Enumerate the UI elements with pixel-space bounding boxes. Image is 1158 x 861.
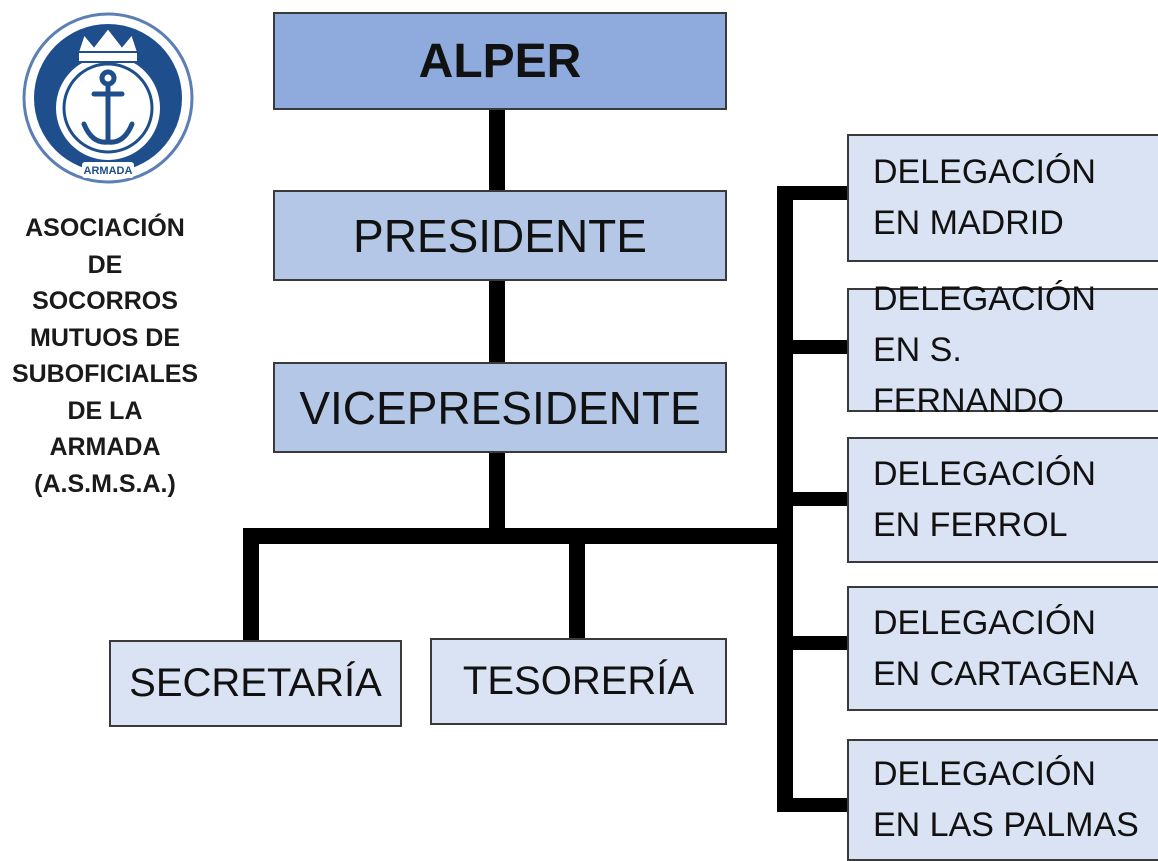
delegation-line2: EN FERROL: [873, 506, 1068, 544]
connector-tesoreria: [569, 528, 585, 640]
org-line: MUTUOS DE: [30, 323, 180, 352]
connector-delegation-ferrol: [777, 492, 849, 506]
connector-delegation-sfernando: [777, 340, 849, 354]
connector-alper-presidente: [489, 108, 505, 192]
anchor-icon: [81, 69, 135, 145]
node-alper: ALPER: [273, 12, 727, 110]
node-presidente: PRESIDENTE: [273, 190, 727, 281]
delegation-line1: DELEGACIÓN: [873, 279, 1096, 318]
org-line: ARMADA: [49, 433, 161, 461]
delegation-line1: DELEGACIÓN: [873, 153, 1096, 191]
node-delegation-cartagena: DELEGACIÓN EN CARTAGENA: [847, 586, 1158, 711]
connector-presidente-vicepresidente: [489, 279, 505, 364]
org-line: ASOCIACIÓN: [25, 214, 185, 242]
delegation-line2: EN CARTAGENA: [873, 654, 1139, 693]
armada-logo: ARMADA: [22, 12, 194, 184]
node-tesoreria: TESORERÍA: [430, 638, 727, 725]
connector-secretaria: [243, 528, 259, 642]
node-secretaria-label: SECRETARÍA: [129, 661, 382, 705]
delegation-line2: EN S. FERNANDO: [873, 330, 1064, 420]
connector-delegation-cartagena: [777, 636, 849, 650]
node-vicepresidente: VICEPRESIDENTE: [273, 362, 727, 453]
node-delegation-madrid: DELEGACIÓN EN MADRID: [847, 134, 1158, 262]
org-line: DE LA: [67, 396, 143, 425]
org-line: SOCORROS: [32, 287, 178, 315]
connector-delegation-laspalmas: [777, 798, 849, 812]
node-tesoreria-label: TESORERÍA: [462, 659, 695, 703]
node-alper-label: ALPER: [418, 34, 582, 88]
delegation-line2: EN LAS PALMAS: [873, 806, 1139, 844]
connector-vicepresidente-down: [489, 451, 505, 543]
logo-armada-text: ARMADA: [84, 165, 133, 177]
node-presidente-label: PRESIDENTE: [353, 209, 647, 262]
node-delegation-ferrol: DELEGACIÓN EN FERROL: [847, 437, 1158, 563]
delegation-line1: DELEGACIÓN: [873, 603, 1096, 642]
node-secretaria: SECRETARÍA: [109, 640, 402, 727]
node-vicepresidente-label: VICEPRESIDENTE: [299, 381, 701, 434]
org-line: DE: [87, 250, 123, 279]
org-line: SUBOFICIALES: [11, 360, 199, 388]
organization-name: ASOCIACIÓN DE SOCORROS MUTUOS DE SUBOFIC…: [0, 210, 210, 502]
connector-horizontal-main: [243, 528, 793, 544]
crown-icon: [76, 26, 140, 63]
delegation-line1: DELEGACIÓN: [873, 455, 1096, 493]
node-delegation-sfernando: DELEGACIÓN EN S. FERNANDO: [847, 280, 1158, 420]
node-delegation-laspalmas: DELEGACIÓN EN LAS PALMAS: [847, 739, 1158, 861]
delegation-line1: DELEGACIÓN: [873, 755, 1096, 793]
connector-delegation-madrid: [777, 186, 849, 200]
delegation-line2: EN MADRID: [873, 204, 1064, 242]
org-line: (A.S.M.S.A.): [34, 469, 176, 498]
